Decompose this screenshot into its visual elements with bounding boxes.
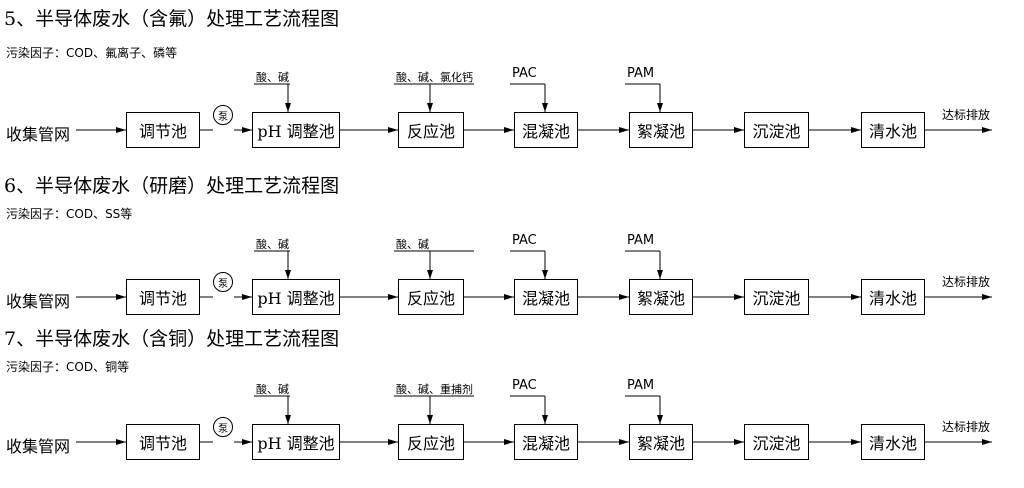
feed-arrowhead [657,103,663,112]
feed-arrowhead [285,415,291,424]
unit-ph-adjustment-tank: pH 调整池 [252,424,340,460]
reagent-label-pac: PAC [512,233,537,248]
flow-arrowhead [388,127,398,133]
flow-arrowhead [388,294,398,300]
unit-sedimentation-tank: 沉淀池 [744,112,809,148]
flow-arrowhead [851,294,861,300]
feed-arrowhead [542,103,548,112]
reagent-label-pac: PAC [512,378,537,393]
unit-reaction-tank: 反应池 [398,279,464,315]
unit-clear-water-tank: 清水池 [861,279,925,315]
unit-coagulation-tank: 混凝池 [514,279,578,315]
pump-icon: 泵 [213,272,233,292]
unit-sedimentation-tank: 沉淀池 [744,424,809,460]
flow-arrowhead [982,127,992,133]
reagent-label-ph: 酸、碱 [256,383,289,396]
flow-arrowhead [734,439,744,445]
unit-ph-adjustment-tank: pH 调整池 [252,112,340,148]
unit-sedimentation-tank: 沉淀池 [744,279,809,315]
flow-lines-7 [76,395,992,445]
reagent-label-reaction: 酸、碱、氯化钙 [396,71,473,84]
section-title: 6、半导体废水（研磨）处理工艺流程图 [4,175,340,197]
unit-reaction-tank: 反应池 [398,112,464,148]
flow-arrowhead [504,127,514,133]
reagent-label-pac: PAC [512,66,537,81]
unit-equalization-tank: 调节池 [126,279,200,315]
process-section-5: 5、半导体废水（含氟）处理工艺流程图 污染因子：COD、氟离子、磷等 收集管网 … [0,8,1024,168]
flow-lines-6 [76,250,992,300]
unit-equalization-tank: 调节池 [126,424,200,460]
reagent-label-ph: 酸、碱 [256,238,289,251]
flow-arrowhead [116,294,126,300]
reagent-label-reaction: 酸、碱 [396,238,429,251]
discharge-label: 达标排放 [942,108,991,122]
flow-arrowhead [242,127,252,133]
reagent-label-ph: 酸、碱 [256,71,289,84]
feed-arrowhead [657,270,663,279]
reagent-label-pam: PAM [627,66,655,81]
feed-arrowhead [542,415,548,424]
discharge-label: 达标排放 [942,275,991,289]
unit-equalization-tank: 调节池 [126,112,200,148]
process-section-6: 6、半导体废水（研磨）处理工艺流程图 污染因子：COD、SS等 收集管网 调节池… [0,175,1024,335]
flow-arrowhead [242,294,252,300]
unit-coagulation-tank: 混凝池 [514,424,578,460]
feed-arrowhead [427,415,433,424]
flow-arrowhead [851,439,861,445]
unit-flocculation-tank: 絮凝池 [629,424,693,460]
reagent-label-pam: PAM [627,233,655,248]
unit-flocculation-tank: 絮凝池 [629,112,693,148]
feed-arrowhead [542,270,548,279]
pollutant-factors: 污染因子：COD、铜等 [6,360,130,374]
flow-arrowhead [116,127,126,133]
pollutant-factors: 污染因子：COD、氟离子、磷等 [6,46,178,60]
section-title: 7、半导体废水（含铜）处理工艺流程图 [4,328,340,350]
feed-arrowhead [427,270,433,279]
pollutant-factors: 污染因子：COD、SS等 [6,207,133,221]
flow-arrowhead [982,439,992,445]
feed-arrowhead [427,103,433,112]
flow-arrowhead [734,127,744,133]
section-title: 5、半导体废水（含氟）处理工艺流程图 [4,8,340,30]
unit-flocculation-tank: 絮凝池 [629,279,693,315]
source-collection-network: 收集管网 [6,437,71,456]
unit-clear-water-tank: 清水池 [861,424,925,460]
pump-icon: 泵 [213,417,233,437]
feed-arrowhead [285,103,291,112]
unit-coagulation-tank: 混凝池 [514,112,578,148]
flow-arrowhead [982,294,992,300]
reagent-label-reaction: 酸、碱、重捕剂 [396,383,473,396]
flow-arrowhead [504,294,514,300]
feed-arrowhead [285,270,291,279]
flow-arrowhead [242,439,252,445]
flow-arrowhead [734,294,744,300]
reagent-label-pam: PAM [627,378,655,393]
pump-icon: 泵 [213,105,233,125]
flow-arrowhead [619,439,629,445]
flow-arrowhead [116,439,126,445]
unit-ph-adjustment-tank: pH 调整池 [252,279,340,315]
flow-arrowhead [504,439,514,445]
flow-arrowhead [619,294,629,300]
feed-arrowhead [657,415,663,424]
process-section-7: 7、半导体废水（含铜）处理工艺流程图 污染因子：COD、铜等 收集管网 调节池 … [0,328,1024,488]
flow-arrowhead [851,127,861,133]
flow-arrowhead [619,127,629,133]
flow-lines-5 [76,83,992,133]
unit-reaction-tank: 反应池 [398,424,464,460]
source-collection-network: 收集管网 [6,292,71,311]
source-collection-network: 收集管网 [6,125,71,144]
discharge-label: 达标排放 [942,420,991,434]
unit-clear-water-tank: 清水池 [861,112,925,148]
flow-arrowhead [388,439,398,445]
